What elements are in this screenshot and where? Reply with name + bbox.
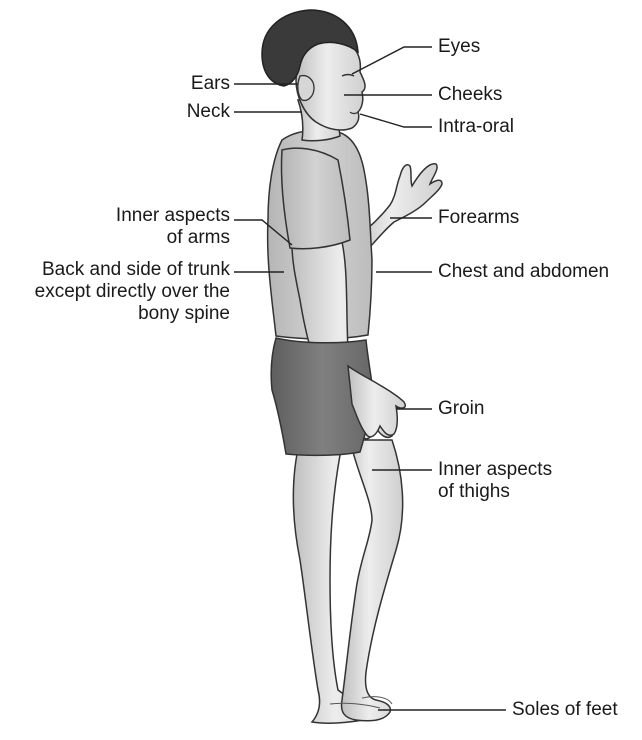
- label-forearms: Forearms: [438, 207, 519, 229]
- label-chest-abdomen: Chest and abdomen: [438, 261, 609, 283]
- label-inner-arms: Inner aspects of arms: [116, 205, 230, 249]
- label-intra-oral: Intra-oral: [438, 116, 514, 138]
- label-inner-thighs-line2: of thighs: [438, 481, 552, 503]
- label-groin: Groin: [438, 398, 484, 420]
- label-inner-arms-line2: of arms: [116, 227, 230, 249]
- label-inner-arms-line1: Inner aspects: [116, 205, 230, 227]
- label-eyes: Eyes: [438, 36, 480, 58]
- leader-intra-oral: [360, 114, 432, 127]
- label-cheeks: Cheeks: [438, 84, 502, 106]
- label-soles: Soles of feet: [512, 699, 618, 721]
- label-back-trunk: Back and side of trunk except directly o…: [35, 259, 230, 325]
- label-back-line1: Back and side of trunk: [35, 259, 230, 281]
- label-neck: Neck: [187, 101, 230, 123]
- label-back-line2: except directly over the: [35, 281, 230, 303]
- right-leg: [342, 440, 403, 721]
- ear: [298, 76, 314, 101]
- label-back-line3: bony spine: [35, 303, 230, 325]
- leader-eyes: [352, 47, 432, 74]
- label-inner-thighs-line1: Inner aspects: [438, 459, 552, 481]
- label-inner-thighs: Inner aspects of thighs: [438, 459, 552, 503]
- label-ears: Ears: [191, 73, 230, 95]
